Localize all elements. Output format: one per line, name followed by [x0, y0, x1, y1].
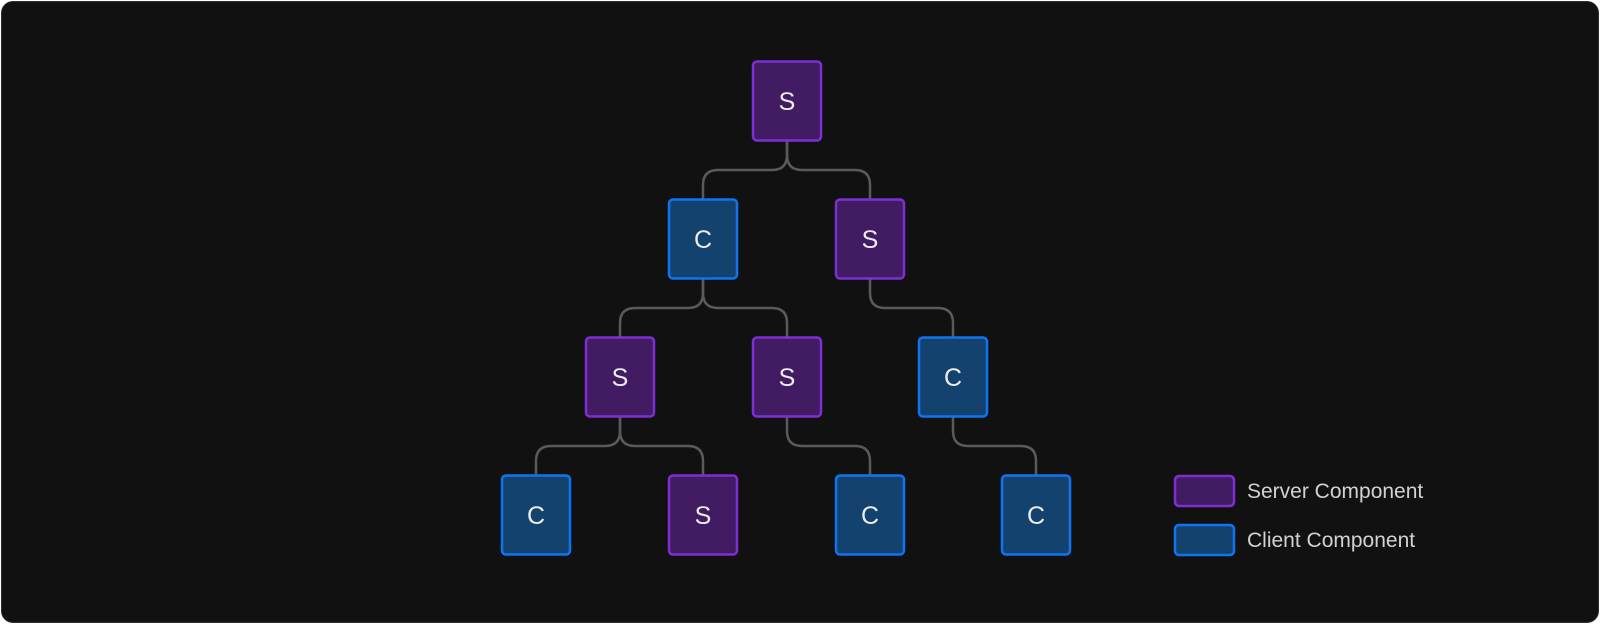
- node-box: [667, 474, 739, 556]
- node-box: [751, 60, 823, 142]
- node-label: C: [944, 364, 962, 392]
- client-component-node: C: [834, 474, 906, 556]
- node-label: C: [694, 226, 712, 254]
- server-component-node: S: [834, 198, 906, 280]
- connectors: [534, 140, 1038, 476]
- node-box: [751, 336, 823, 418]
- node-label: S: [779, 364, 796, 392]
- node-box: [500, 474, 572, 556]
- connector-n3-n7: [618, 416, 705, 476]
- node-box: [917, 336, 989, 418]
- node-box: [834, 474, 906, 556]
- legend-item-client: Client Component: [1173, 523, 1415, 557]
- node-label: S: [779, 88, 796, 116]
- server-component-node: S: [751, 336, 823, 418]
- connector-n0-n2: [785, 140, 872, 200]
- node-label: S: [695, 502, 712, 530]
- connector-n4-n8: [785, 416, 872, 476]
- legend-swatch-client: [1173, 523, 1236, 557]
- node-label: C: [861, 502, 879, 530]
- node-label: S: [862, 226, 879, 254]
- server-component-node: S: [751, 60, 823, 142]
- legend-label: Client Component: [1247, 529, 1415, 552]
- node-box: [1000, 474, 1072, 556]
- client-component-node: C: [917, 336, 989, 418]
- node-label: S: [612, 364, 629, 392]
- server-component-node: S: [584, 336, 656, 418]
- legend-swatch-server: [1173, 474, 1236, 508]
- connector-n0-n1: [701, 140, 789, 200]
- legend-item-server: Server Component: [1173, 474, 1423, 508]
- node-box: [584, 336, 656, 418]
- node-box: [834, 198, 906, 280]
- client-component-node: C: [500, 474, 572, 556]
- connector-n2-n5: [868, 278, 955, 338]
- server-component-node: S: [667, 474, 739, 556]
- node-label: C: [1027, 502, 1045, 530]
- client-component-node: C: [667, 198, 739, 280]
- node-box: [667, 198, 739, 280]
- connector-n3-n6: [534, 416, 622, 476]
- connector-n1-n3: [618, 278, 705, 338]
- connector-n5-n9: [951, 416, 1038, 476]
- client-component-node: C: [1000, 474, 1072, 556]
- legend-label: Server Component: [1247, 480, 1423, 503]
- connector-n1-n4: [701, 278, 789, 338]
- node-label: C: [527, 502, 545, 530]
